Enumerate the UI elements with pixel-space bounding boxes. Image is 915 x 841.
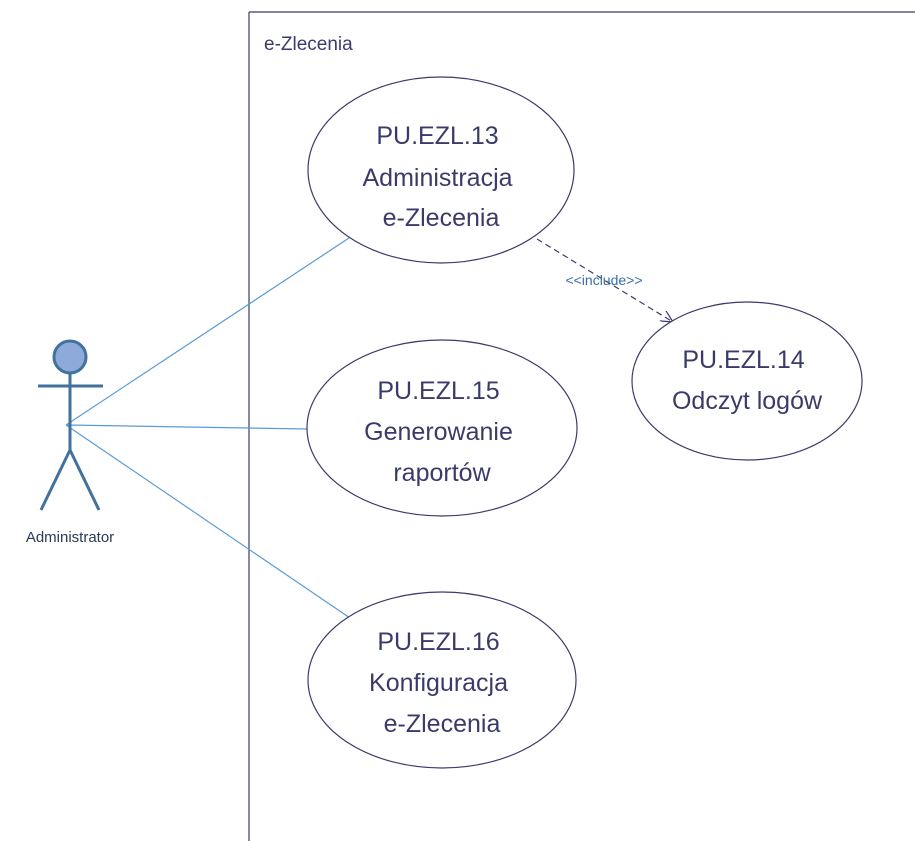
system-boundary: e-Zlecenia (248, 11, 915, 841)
use-case-title: Odczyt logów (672, 387, 823, 415)
use-case-title: Konfiguracja (369, 669, 508, 697)
use-case-title-2: e-Zlecenia (383, 204, 500, 232)
include-arrow (536, 238, 673, 322)
association-line-16 (65, 424, 351, 619)
association-line-15 (65, 424, 308, 430)
use-case-id: PU.EZL.14 (682, 346, 804, 374)
svg-text:PU.EZL.16 Konfiguracja: PU.EZL.16 Konfiguracja e-Zlecenia (369, 628, 515, 738)
use-case-id: PU.EZL.15 (377, 377, 499, 405)
use-case-title-2: e-Zlecenia (384, 710, 501, 738)
include-relation: <<include>> (536, 238, 673, 322)
svg-text:PU.EZL.15 Generowanie: PU.EZL.15 Generowanie raportów (364, 377, 520, 487)
use-case-id: PU.EZL.13 (376, 122, 498, 150)
actor-administrator: Administrator (26, 339, 114, 546)
associations (65, 237, 351, 619)
svg-text:PU.EZL.14 Odczyt logów: PU.EZL.14 Odczyt logów (672, 346, 823, 415)
use-case-id: PU.EZL.16 (377, 628, 499, 656)
association-line-13 (65, 237, 350, 426)
svg-text:PU.EZL.13 Administracja: PU.EZL.13 Administracja e-Zlecenia (362, 122, 519, 232)
use-case-administracja[interactable]: PU.EZL.13 Administracja e-Zlecenia (307, 76, 575, 264)
actor-name: Administrator (26, 529, 114, 546)
use-case-title-2: raportów (393, 459, 491, 487)
use-case-title: Generowanie (364, 418, 513, 446)
use-case-generowanie-raportow[interactable]: PU.EZL.15 Generowanie raportów (306, 339, 578, 517)
use-case-title: Administracja (362, 164, 512, 192)
use-case-konfiguracja[interactable]: PU.EZL.16 Konfiguracja e-Zlecenia (307, 591, 577, 769)
include-label: <<include>> (565, 272, 642, 288)
stick-figure-icon (38, 339, 103, 511)
system-name: e-Zlecenia (264, 34, 353, 55)
use-case-odczyt-logow[interactable]: PU.EZL.14 Odczyt logów (631, 301, 863, 461)
